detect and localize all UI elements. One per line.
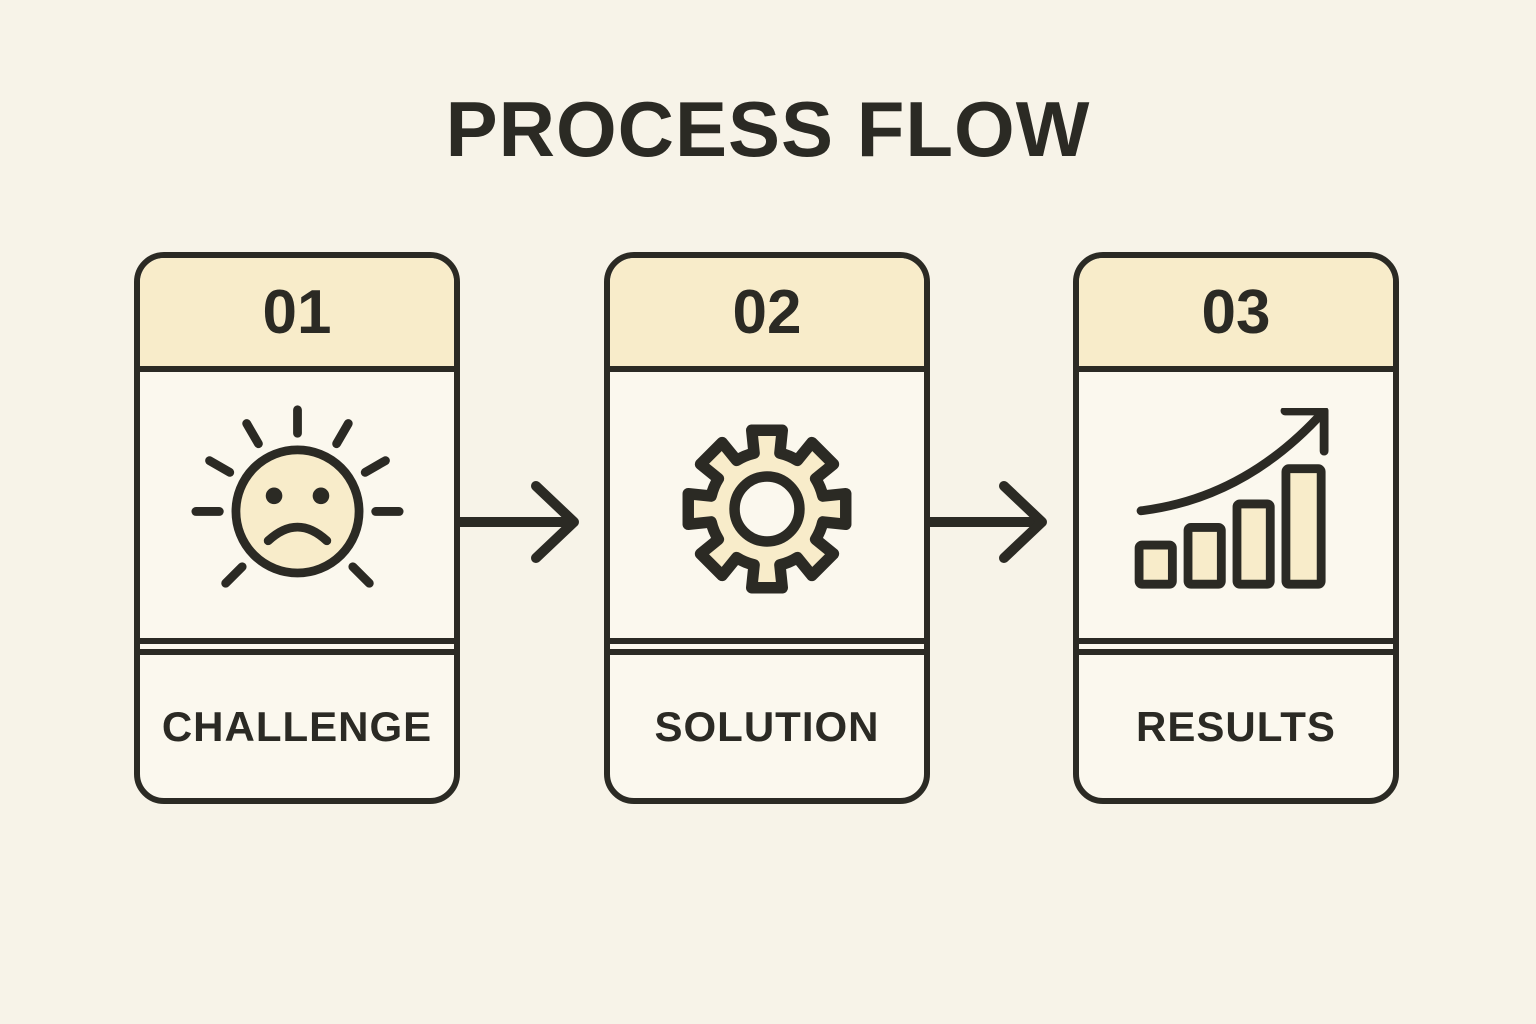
arrow-right-icon xyxy=(460,481,579,563)
step-label: CHALLENGE xyxy=(161,702,433,750)
step-card-challenge: 01 xyxy=(134,252,460,804)
gear-icon xyxy=(682,424,852,594)
step-number-badge: 02 xyxy=(610,258,924,372)
divider-gap xyxy=(1079,644,1393,649)
step-card-results: 03 RESULTS xyxy=(1073,252,1399,804)
step-number-badge: 03 xyxy=(1079,258,1393,372)
divider-gap xyxy=(610,644,924,649)
growth-chart-icon xyxy=(1134,408,1329,589)
page-title: PROCESS FLOW xyxy=(445,85,1091,173)
step-label-area: SOLUTION xyxy=(610,649,924,798)
step-number-badge: 01 xyxy=(140,258,454,372)
sad-face-icon xyxy=(190,405,404,588)
step-icon-area xyxy=(610,372,924,644)
step-label: SOLUTION xyxy=(654,702,880,750)
step-label: RESULTS xyxy=(1136,702,1336,750)
step-icon-area xyxy=(140,372,454,644)
step-icon-area xyxy=(1079,372,1393,644)
step-number: 01 xyxy=(262,277,332,347)
arrow-right-icon xyxy=(928,481,1047,563)
step-number: 02 xyxy=(732,277,802,347)
step-card-solution: 02 SOLUTION xyxy=(604,252,930,804)
step-label-area: CHALLENGE xyxy=(140,649,454,798)
step-label-area: RESULTS xyxy=(1079,649,1393,798)
step-number: 03 xyxy=(1201,277,1271,347)
divider-gap xyxy=(140,644,454,649)
